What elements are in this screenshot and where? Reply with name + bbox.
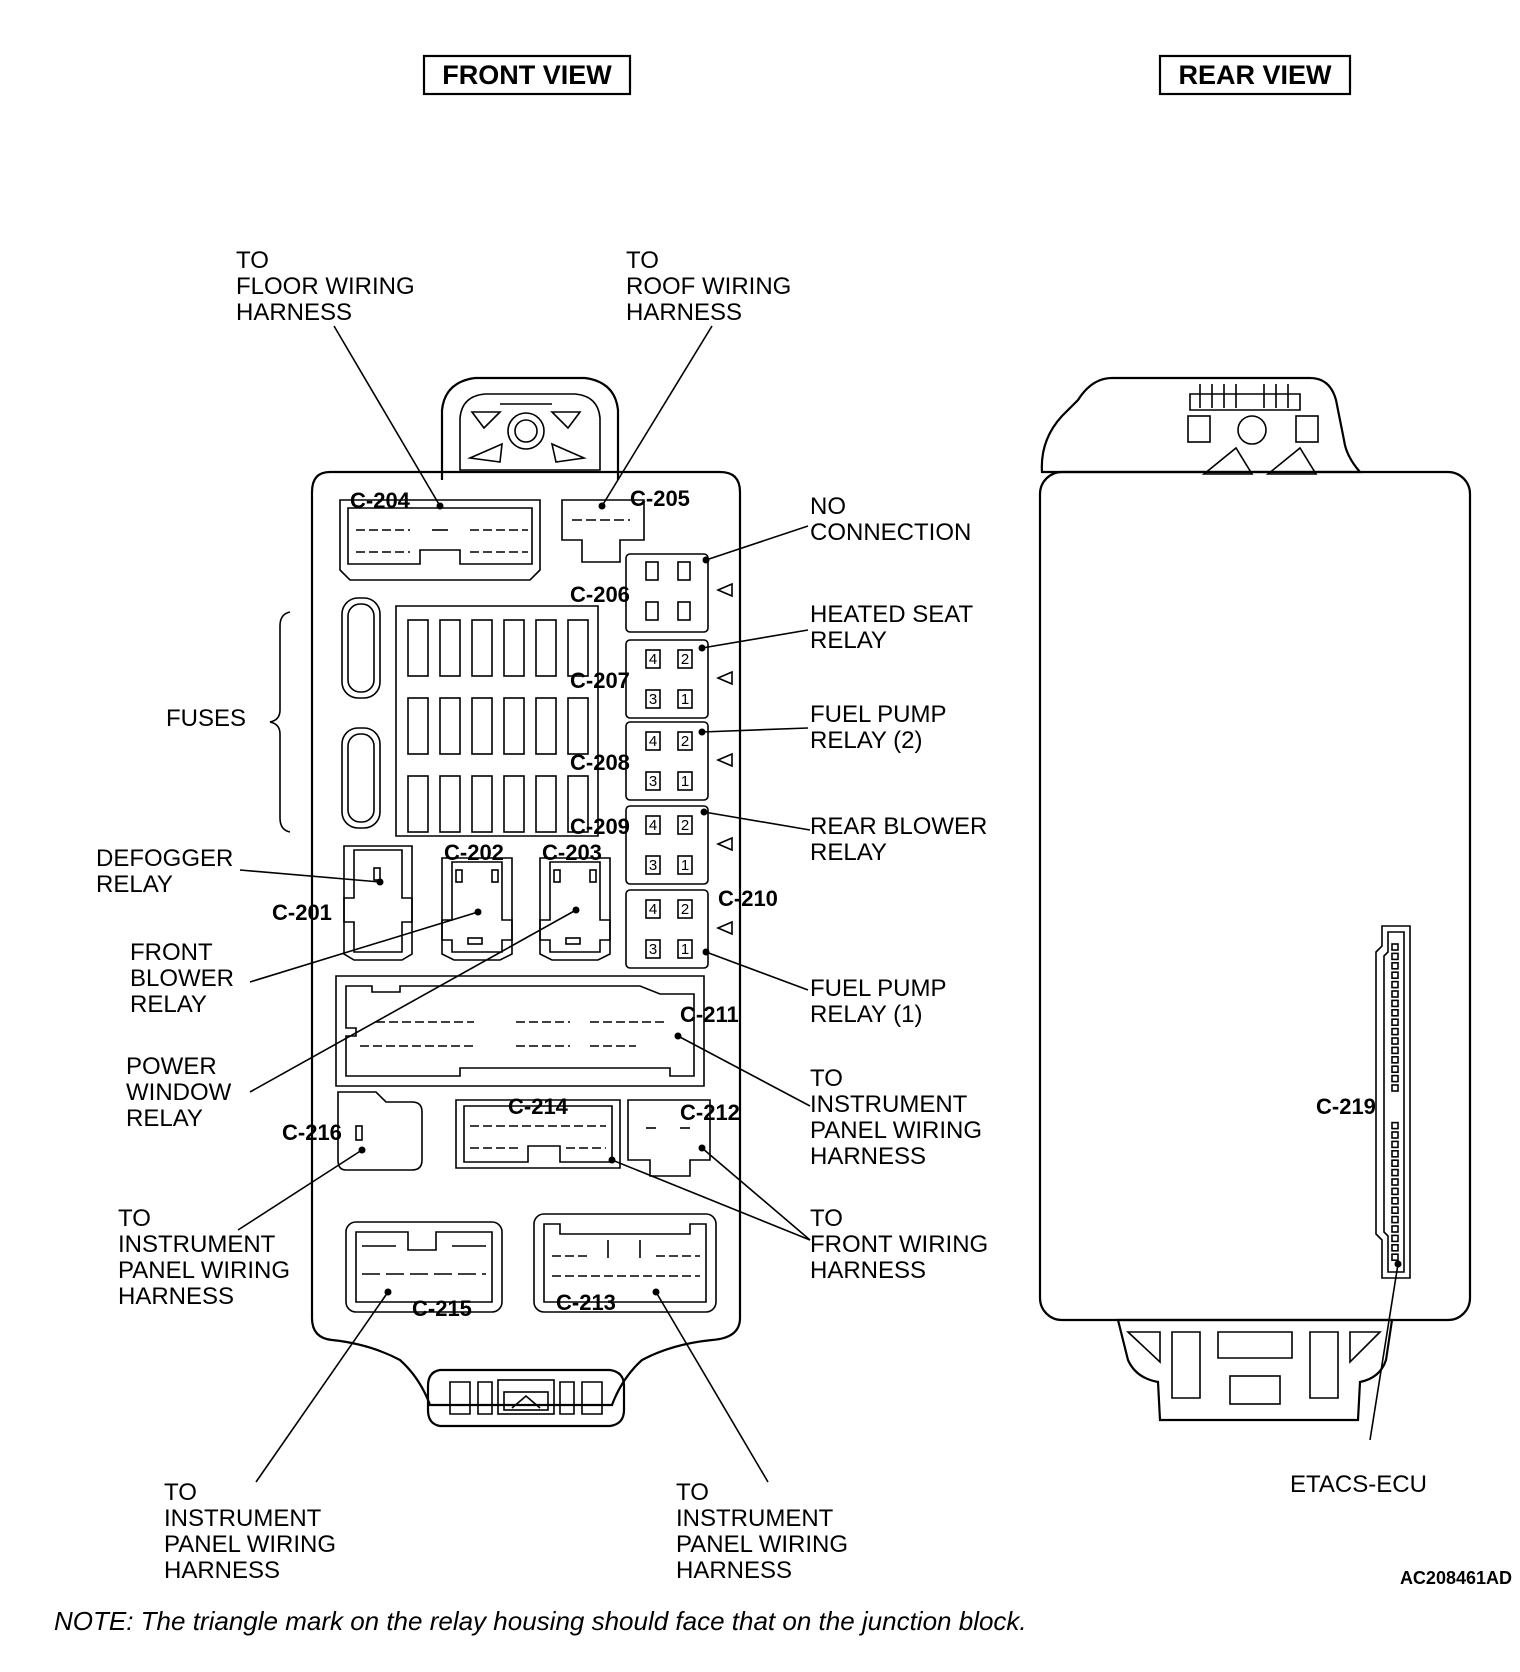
relay-pin-number: 3 [649, 857, 657, 874]
fuse [503, 619, 525, 677]
rear-view-title: REAR VIEW [1158, 54, 1352, 96]
fuse [471, 697, 493, 755]
c204-pins [356, 529, 528, 553]
relay-pin-number: 3 [649, 691, 657, 708]
relay-pin-number: 3 [649, 773, 657, 790]
figure-code: AC208461AD [1400, 1568, 1512, 1588]
c202-label: C-202 [444, 840, 504, 865]
relay-pin-number: 1 [681, 857, 689, 874]
relay-pin-number: 1 [681, 773, 689, 790]
c219-pins [1391, 943, 1399, 1261]
c209-relay: 4 2 3 1 [625, 805, 733, 885]
c213-label: C-213 [556, 1290, 616, 1315]
front-view-title: FRONT VIEW [422, 54, 632, 96]
fuses-label: FUSES [166, 705, 246, 732]
note-text: NOTE: The triangle mark on the relay hou… [54, 1606, 1027, 1636]
leader-dots [358, 502, 1402, 1296]
rear-junction-block [1038, 376, 1472, 1422]
triangle-mark-icon [715, 920, 733, 936]
leader-lines [237, 325, 1399, 1483]
fuse [407, 697, 429, 755]
c209-label: C-209 [570, 814, 630, 839]
relay-pin-number: 4 [649, 901, 657, 918]
triangle-mark-icon [715, 836, 733, 852]
c204-label: C-204 [350, 488, 411, 513]
relay-pin-number: 2 [681, 651, 689, 668]
c203-relay [539, 857, 611, 961]
c203-label: C-203 [542, 840, 602, 865]
c212-label: C-212 [680, 1100, 740, 1125]
connector-ids: C-204 C-205 C-206 C-207 C-208 C-209 C-21… [272, 486, 1376, 1321]
fuse [535, 619, 557, 677]
fuse [407, 619, 429, 677]
relay-pin-number: 3 [649, 941, 657, 958]
triangle-mark-icon [715, 752, 733, 768]
c207-relay: 4 2 3 1 [625, 639, 733, 719]
fuse [503, 775, 525, 833]
relay-pin-number: 1 [681, 941, 689, 958]
c201-label: C-201 [272, 900, 332, 925]
fuse [567, 619, 589, 677]
svg-text:FRONT VIEW: FRONT VIEW [442, 60, 612, 90]
fuse [439, 775, 461, 833]
svg-text:REAR VIEW: REAR VIEW [1178, 60, 1332, 90]
relay-pin-number: 1 [681, 691, 689, 708]
c201-relay [343, 845, 413, 961]
triangle-mark-icon [715, 670, 733, 686]
relay-pin-number: 4 [649, 733, 657, 750]
c207-label: C-207 [570, 668, 630, 693]
fuse [535, 697, 557, 755]
c216-label: C-216 [282, 1120, 342, 1145]
fuse [567, 697, 589, 755]
relay-pin-number: 4 [649, 817, 657, 834]
fuse-array [407, 619, 589, 833]
c215-label: C-215 [412, 1296, 472, 1321]
fuse [471, 775, 493, 833]
relay-pin-number: 2 [681, 733, 689, 750]
relay-pin-number: 2 [681, 901, 689, 918]
fuse [503, 697, 525, 755]
c210-label: C-210 [718, 886, 778, 911]
relay-pin-number: 2 [681, 817, 689, 834]
front-junction-block: 4 2 3 1 4 2 3 1 4 2 3 1 4 2 3 1 [310, 376, 742, 1428]
c205-label: C-205 [630, 486, 690, 511]
fuse [535, 775, 557, 833]
c208-label: C-208 [570, 750, 630, 775]
fuse [407, 775, 429, 833]
relay-pin-number: 4 [649, 651, 657, 668]
c211-label: C-211 [680, 1002, 739, 1027]
c208-relay: 4 2 3 1 [625, 721, 733, 801]
c214-label: C-214 [508, 1094, 569, 1119]
relay-sockets: 4 2 3 1 4 2 3 1 4 2 3 1 4 2 3 1 [625, 639, 733, 969]
c206-label: C-206 [570, 582, 630, 607]
c219-label: C-219 [1316, 1094, 1376, 1119]
fuse [567, 775, 589, 833]
fuse [439, 697, 461, 755]
fuse [471, 619, 493, 677]
etacs-ecu-label: ETACS-ECU [1290, 1471, 1427, 1498]
c206-relay [625, 553, 733, 633]
fuse [439, 619, 461, 677]
c210-relay: 4 2 3 1 [625, 889, 733, 969]
